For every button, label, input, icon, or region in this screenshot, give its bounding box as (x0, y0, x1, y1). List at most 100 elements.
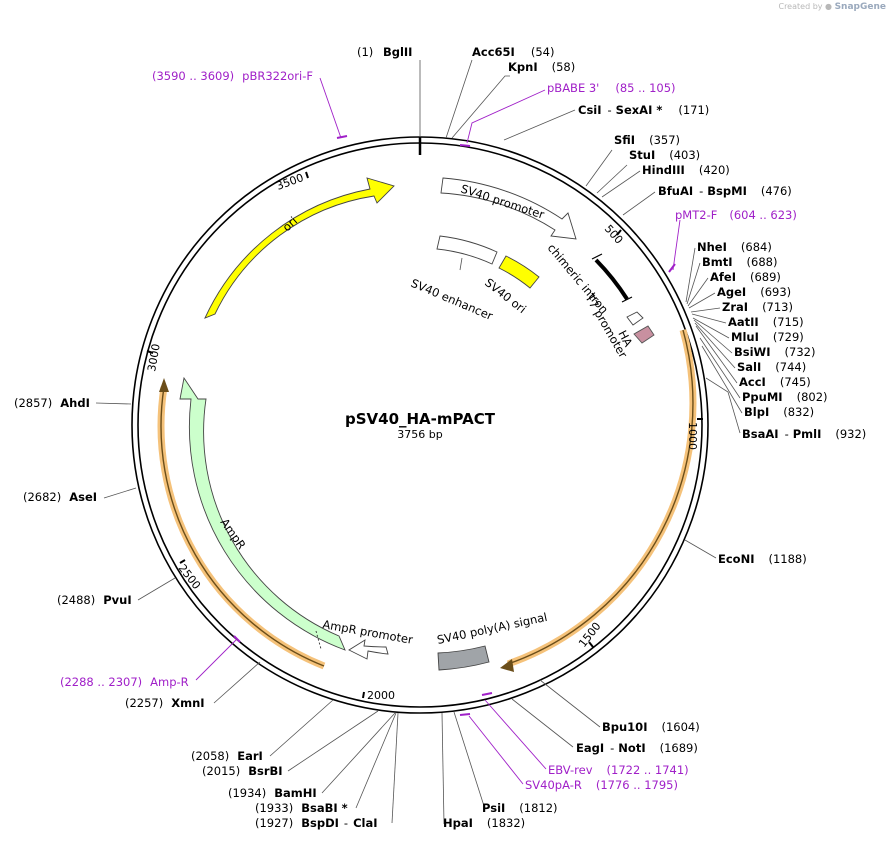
lead-hpai (441, 712, 445, 825)
tick-mark-500 (616, 229, 622, 236)
site-kpni-pos: (58) (552, 60, 576, 74)
lead-aatii (691, 313, 727, 324)
lead-zrai (690, 307, 721, 313)
site-aatii-name: AatII (728, 315, 759, 329)
site-bfuai-pos: (476) (761, 184, 792, 198)
site-bsiwi: BsiWI(732) (734, 345, 815, 359)
lead-blpi (701, 345, 743, 414)
site-hpai-pos: (1832) (487, 816, 525, 830)
lead-bfuai (622, 191, 656, 216)
site-hindiii-pos: (420) (699, 163, 730, 177)
site-bamhi-name: BamHI (274, 786, 316, 800)
tick-mark-2500 (179, 559, 186, 564)
site-acci: AccI(745) (739, 375, 811, 389)
site-bpu10i-pos: (1604) (661, 720, 699, 734)
site-clai-name: ClaI (353, 816, 377, 830)
feature-sv40-polya-box (437, 645, 490, 671)
site-ppumi-name: PpuMI (742, 390, 783, 404)
lead-ahdi (95, 402, 132, 405)
site-csii-sep: - (608, 103, 612, 117)
site-blpi-name: BlpI (744, 405, 769, 419)
tick-mark-1500 (588, 641, 594, 648)
lead-sv40pa-r (468, 715, 524, 785)
orf-highlight (157, 329, 697, 672)
lead-agei (688, 292, 716, 309)
site-sfii-pos: (357) (649, 133, 680, 147)
plasmid-length: 3756 bp (397, 428, 442, 441)
primer-ebv-rev-name: EBV-rev (548, 763, 593, 777)
site-asei-pos: (2682) (23, 490, 61, 504)
snapgene-logo-icon: ● (825, 2, 833, 11)
site-acci-name: AccI (739, 375, 766, 389)
site-bfuai-sep: - (699, 184, 703, 198)
feature-sv40-polya-label: SV40 poly(A) signal (436, 610, 549, 647)
site-bsabi-name: BsaBI * (301, 801, 347, 815)
site-eagi-name: EagI (576, 741, 604, 755)
site-afei-pos: (689) (750, 270, 781, 284)
site-asei-name: AseI (69, 490, 97, 504)
site-sali-name: SalI (737, 360, 761, 374)
site-zrai-name: ZraI (722, 300, 748, 314)
site-pmli-name: PmlI (793, 427, 822, 441)
lead-psii (453, 711, 485, 807)
feature-ampr-promoter-arrow (348, 639, 389, 660)
restriction-site-labels: (1) BglII Acc65I(54) KpnI(58) CsiI-SexAI… (14, 45, 866, 830)
site-clai: (1927)BspDI-ClaI (255, 816, 378, 830)
site-csii: CsiI-SexAI *(171) (578, 103, 709, 117)
site-bsabi: (1933)BsaBI * (255, 801, 348, 815)
orf-arrowhead-right (500, 659, 514, 672)
site-mlui-pos: (729) (773, 330, 804, 344)
primer-amp-r-range: (2288 .. 2307) (60, 675, 142, 689)
site-stui-name: StuI (629, 148, 655, 162)
site-bsiwi-name: BsiWI (734, 345, 771, 359)
site-ppumi: PpuMI(802) (742, 390, 828, 404)
primer-pbabe3: pBABE 3'(85 .. 105) (547, 81, 676, 95)
site-econi: EcoNI(1188) (718, 552, 807, 566)
lead-pvui (137, 577, 176, 601)
site-pvui-name: PvuI (103, 593, 131, 607)
site-noti-name: NotI (618, 741, 645, 755)
lead-bsabi (355, 712, 397, 809)
site-bsrbi-name: BsrBI (248, 764, 282, 778)
credit-prefix: Created by (778, 2, 823, 11)
site-blpi: BlpI(832) (744, 405, 814, 419)
lead-sfii (585, 149, 613, 187)
site-agei-name: AgeI (717, 285, 746, 299)
site-acc65i-pos: (54) (531, 45, 555, 59)
intron-endcap-start (591, 253, 603, 260)
site-stui: StuI(403) (629, 148, 700, 162)
site-bmti-name: BmtI (702, 255, 733, 269)
primer-sv40pa-r-range: (1776 .. 1795) (596, 778, 678, 792)
site-eari: (2058)EarI (191, 749, 263, 763)
site-xmni-name: XmnI (171, 696, 204, 710)
lead-nhei (685, 247, 696, 303)
lead-pmt2-f (672, 219, 681, 271)
site-bpu10i: Bpu10I(1604) (602, 720, 700, 734)
feature-sv40-enhancer-label: SV40 enhancer (409, 276, 495, 323)
tick-mark-3500 (305, 171, 309, 179)
orf-line-left (160, 386, 325, 667)
site-xmni: (2257)XmnI (125, 696, 205, 710)
primer-mark-pmt2-f (668, 263, 676, 273)
feature-sv40-enhancer-box (436, 235, 498, 265)
lead-pbabe3 (466, 89, 546, 144)
lead-stui (596, 164, 628, 194)
lead-asei (103, 487, 137, 499)
site-ahdi-name: AhdI (60, 396, 90, 410)
site-psii-pos: (1812) (519, 801, 557, 815)
site-kpni: KpnI(58) (508, 60, 575, 74)
feature-ha-label: HA (615, 328, 635, 349)
primer-mark-pbabe3 (459, 144, 471, 147)
site-acc65i-name: Acc65I (472, 45, 515, 59)
site-eagi: EagI-NotI(1689) (576, 741, 698, 755)
lead-bamhi (321, 712, 396, 794)
site-aatii-pos: (715) (773, 315, 804, 329)
site-acc65i: Acc65I (54) (472, 45, 554, 59)
lead-bpu10i (539, 679, 601, 728)
site-clai-sep: - (344, 816, 348, 830)
lead-ppumi (699, 337, 741, 399)
site-csii-pos: (171) (678, 103, 709, 117)
feature-t7-promoter-arrow (626, 311, 644, 326)
tick-label-1000: 1000 (686, 422, 699, 450)
